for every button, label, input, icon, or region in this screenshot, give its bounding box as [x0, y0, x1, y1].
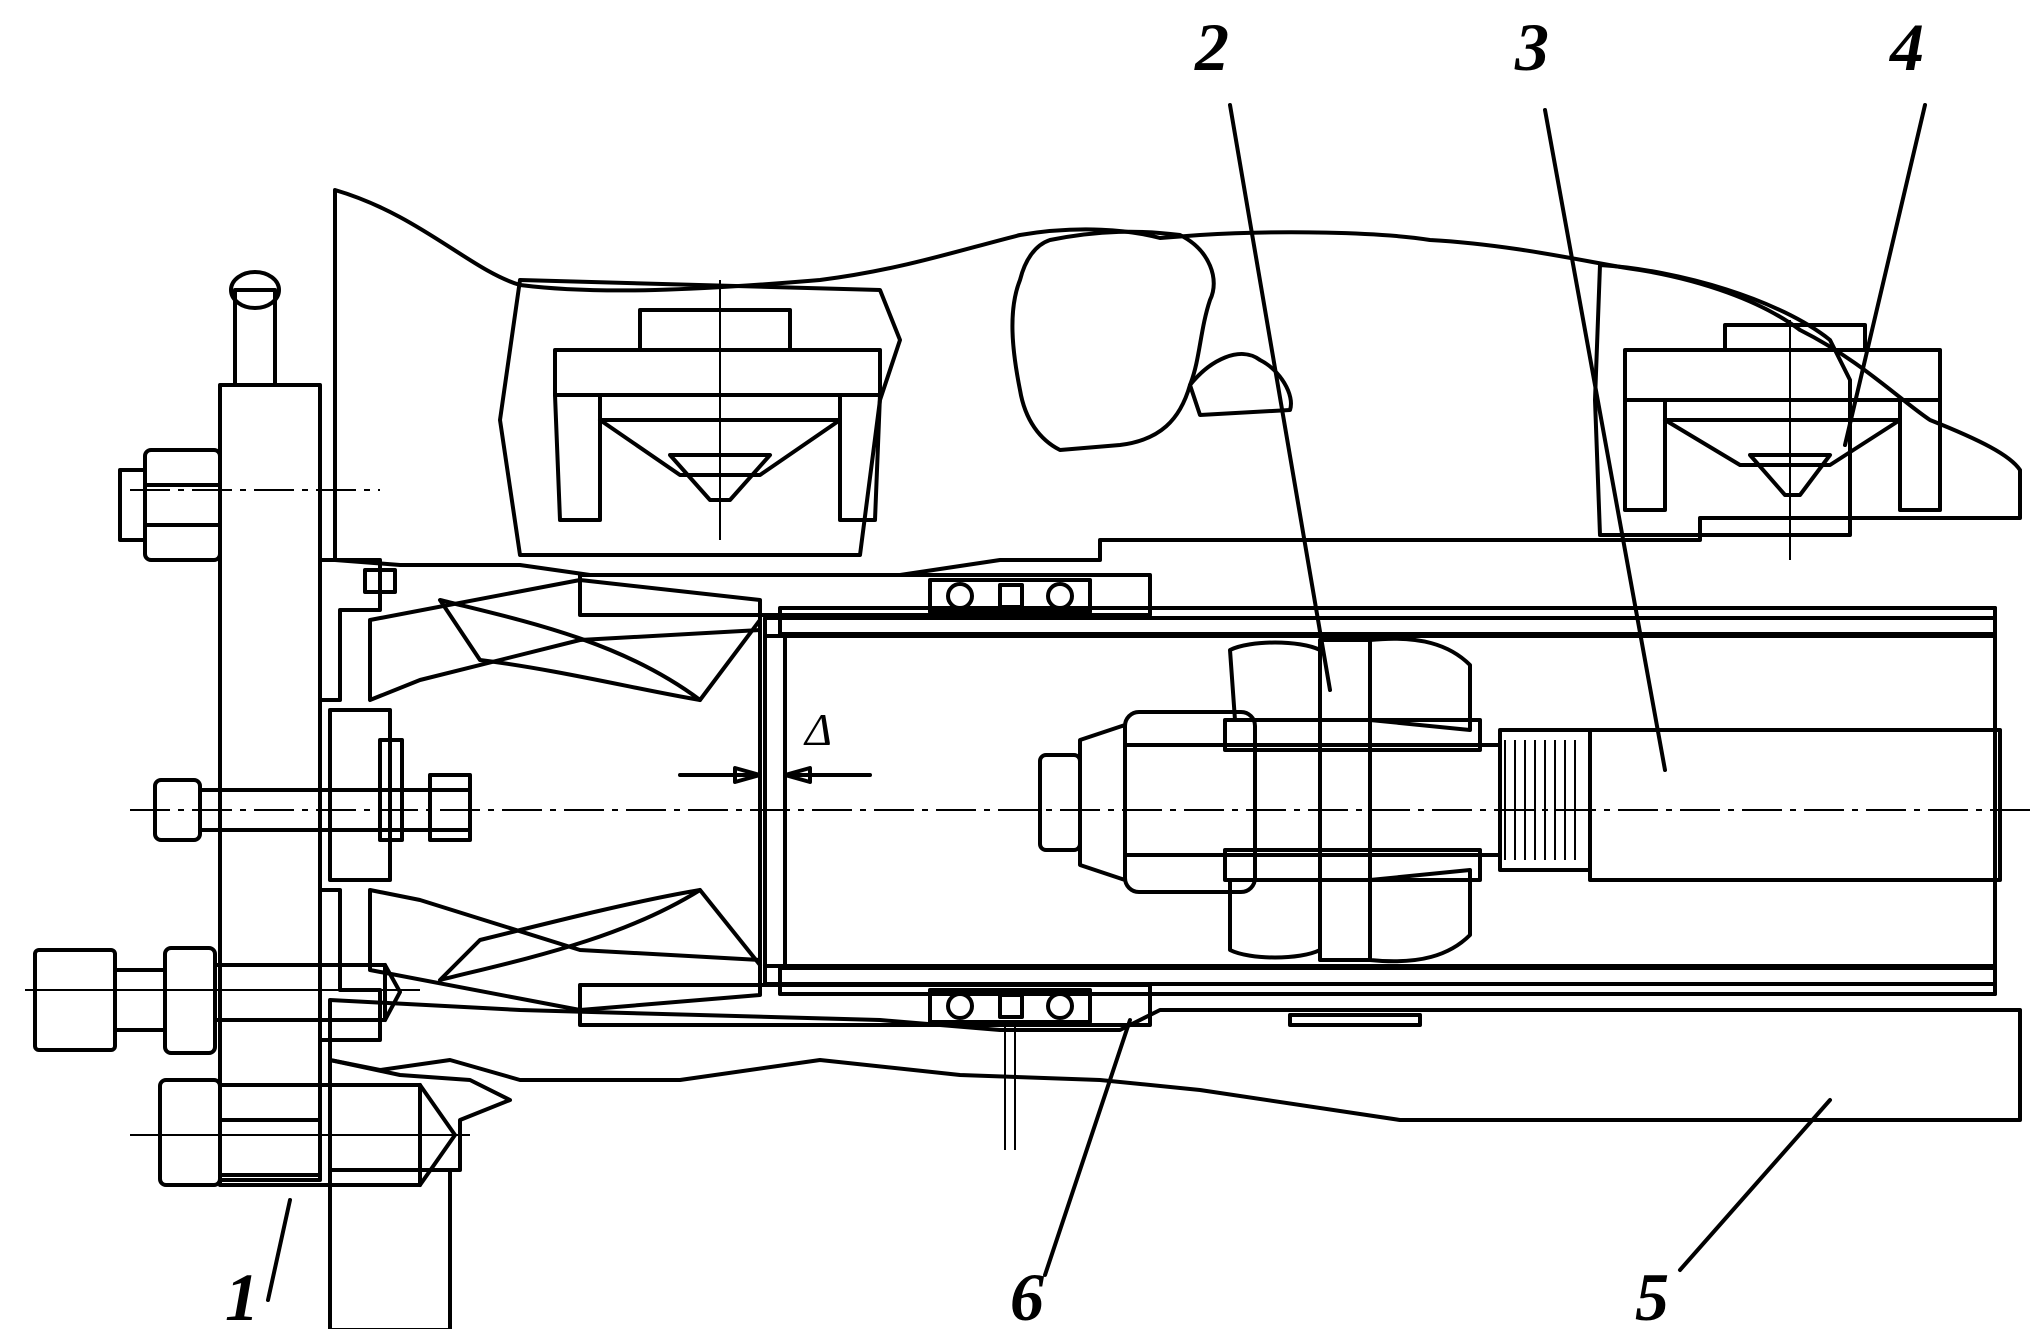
- bolt-adjust: [25, 946, 420, 1055]
- outer-tube: [778, 606, 1997, 996]
- housing: [333, 188, 2022, 577]
- callout-2: 2: [1194, 9, 1229, 85]
- leader-6: [1043, 1018, 1132, 1277]
- bolt-upper: [118, 448, 222, 562]
- leader-2: [1228, 103, 1332, 692]
- shaft: [1253, 728, 2002, 882]
- collet: [368, 578, 762, 1012]
- seal-ring-bottom: [928, 988, 1092, 1024]
- inner-tube: [763, 616, 1997, 986]
- leader-4: [1843, 103, 1927, 447]
- callout-3: 3: [1514, 9, 1549, 85]
- sleeve: [578, 573, 1152, 1150]
- leader-1: [266, 1198, 292, 1302]
- gap-symbol: Δ: [803, 704, 832, 755]
- callout-5: 5: [1635, 1259, 1669, 1329]
- leaders: [266, 103, 1927, 1302]
- bolt-center: [153, 773, 472, 842]
- callout-4: 4: [1888, 9, 1924, 85]
- gap-dimension: Δ: [678, 704, 872, 784]
- end-flange: [218, 270, 404, 1182]
- nut: [1038, 710, 1257, 894]
- bearing-right: [1623, 320, 1942, 560]
- callout-1: 1: [225, 1259, 259, 1329]
- leader-3: [1543, 108, 1667, 772]
- frame-post: [328, 1168, 452, 1329]
- seal-ring-top: [928, 578, 1092, 614]
- callout-6: 6: [1010, 1259, 1044, 1329]
- rubber-bushing: [1223, 636, 1482, 964]
- leader-5: [1678, 1098, 1832, 1272]
- bearing-left: [553, 280, 882, 540]
